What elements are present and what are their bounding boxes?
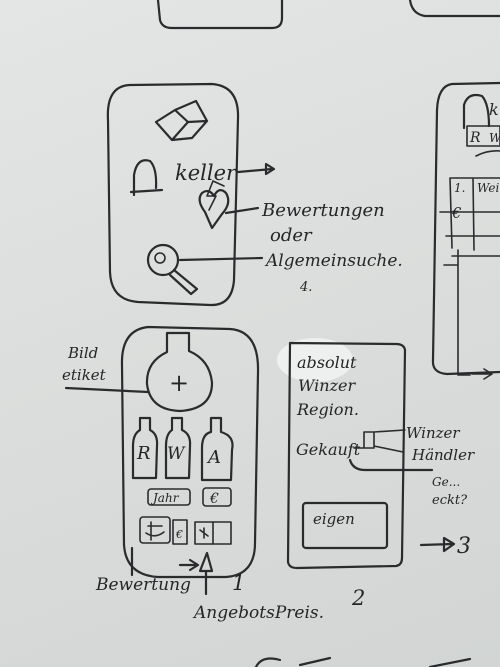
label-geschenkt-2: eckt? <box>432 493 468 508</box>
phone-frame-2 <box>120 325 260 579</box>
bottle-r-label: R <box>136 443 151 464</box>
label-four: 4. <box>299 280 312 295</box>
bottle-a-label: A <box>206 447 221 468</box>
label-wei-partial: Wei <box>477 181 499 195</box>
sketch-number-1: 1 <box>232 571 245 595</box>
label-allgemeinsuche: Algemeinsuche. <box>264 251 403 271</box>
label-gekauft: Gekauft <box>296 440 361 459</box>
connector-suche <box>178 256 264 262</box>
arrow-bewertung <box>130 546 200 577</box>
label-bewertung: Bewertung <box>95 575 191 595</box>
own-notes-box[interactable] <box>301 501 389 550</box>
label-r-partial: R <box>469 130 481 146</box>
sketch-right-partial: k R W 1. Wei € <box>431 81 500 380</box>
light-glare <box>277 338 353 382</box>
arrow-angebot <box>198 551 214 596</box>
top-partial-sketches <box>156 0 500 30</box>
label-winzer-2: Winzer <box>406 424 460 442</box>
sketch-number-3: 3 <box>457 534 471 559</box>
connector-bewertungen <box>224 206 260 215</box>
label-region: Region. <box>296 400 359 419</box>
phone-frame-3 <box>286 341 407 570</box>
add-plus[interactable]: + <box>169 369 189 397</box>
cellar-icon <box>129 159 164 197</box>
bottom-edge-scribble <box>254 656 472 667</box>
bottle-w[interactable] <box>164 416 192 480</box>
stock-euro: € <box>175 528 183 541</box>
label-angebotspreis: AngebotsPreis. <box>192 603 324 623</box>
choice-bracket <box>353 429 406 453</box>
year-box[interactable] <box>147 488 191 506</box>
label-keller: keller <box>175 161 238 185</box>
label-winzer: Winzer <box>298 376 356 395</box>
label-absolut: absolut <box>297 353 357 372</box>
label-haendler: Händler <box>411 446 475 464</box>
label-bewertungen: Bewertungen <box>261 200 385 221</box>
label-1-partial: 1. <box>454 181 465 195</box>
add-photo-bottle <box>145 331 214 413</box>
bottle-r[interactable] <box>131 416 159 480</box>
label-etiket: etiket <box>62 366 107 384</box>
label-w-partial: W <box>489 131 500 145</box>
label-euro-partial: € <box>451 204 462 222</box>
label-geschenkt-1: Ge... <box>432 475 460 489</box>
phone-frame-4 <box>431 81 500 376</box>
label-bild: Bild <box>67 344 98 362</box>
price-box[interactable] <box>202 487 232 507</box>
label-euro: € <box>209 491 219 507</box>
connector-geschenkt <box>348 458 434 472</box>
stock-box[interactable] <box>172 519 188 545</box>
sketch-number-2: 2 <box>351 586 365 610</box>
rating-box[interactable] <box>139 516 171 544</box>
label-oder: oder <box>270 225 313 246</box>
connector-bild <box>64 386 150 394</box>
bottle-w-label: W <box>167 444 186 464</box>
arrow-keller <box>236 162 276 176</box>
arrow-to-3 <box>419 536 456 553</box>
bottle-a[interactable] <box>200 416 234 482</box>
sketch-home-screen: keller Bewertungen oder Algemeinsuche. 4… <box>106 82 403 307</box>
sketch-source-screen: absolut Winzer Region. Gekauft Winzer Hä… <box>286 341 475 610</box>
label-jahr: Jahr <box>150 491 180 505</box>
label-k-partial: k <box>489 100 499 119</box>
cube-icon <box>154 99 209 142</box>
sketch-wine-form: + Bild etiket R W A Jahr € € Bewertung A… <box>62 325 324 623</box>
lightning-icon <box>206 180 225 211</box>
label-eigen: eigen <box>313 510 355 528</box>
phone-frame-1 <box>106 82 240 307</box>
search-icon <box>146 243 180 277</box>
